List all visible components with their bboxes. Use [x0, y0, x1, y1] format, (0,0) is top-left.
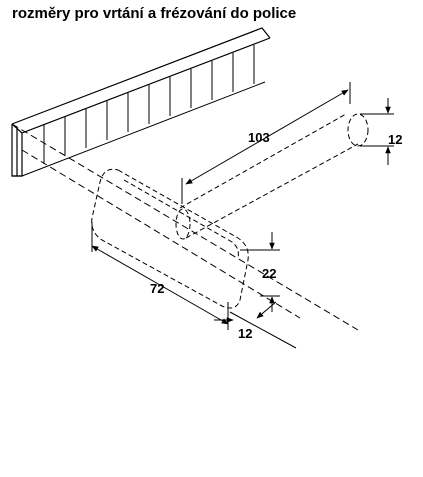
- dimension-22-label: 22: [262, 266, 276, 281]
- dimension-103: [181, 82, 351, 204]
- dimension-22: [240, 232, 280, 312]
- dimension-72: [91, 222, 229, 330]
- dimension-drill-diameter-label: 12: [388, 132, 402, 147]
- mortise-slot: [91, 168, 249, 309]
- page-title: rozměry pro vrtání a frézování do police: [12, 5, 297, 22]
- dimension-103-label: 103: [248, 130, 270, 145]
- shelf-panel: [11, 27, 271, 177]
- dimension-72-label: 72: [150, 281, 164, 296]
- shelf-slats: [21, 45, 266, 177]
- mortise-slot-inner: [123, 179, 239, 259]
- dimension-mortise-depth-label: 12: [238, 326, 252, 341]
- drill-hole: [175, 113, 369, 240]
- dimension-mortise-depth: [214, 301, 297, 349]
- hidden-edges: [11, 123, 359, 331]
- dimension-drill-diameter: [360, 98, 394, 165]
